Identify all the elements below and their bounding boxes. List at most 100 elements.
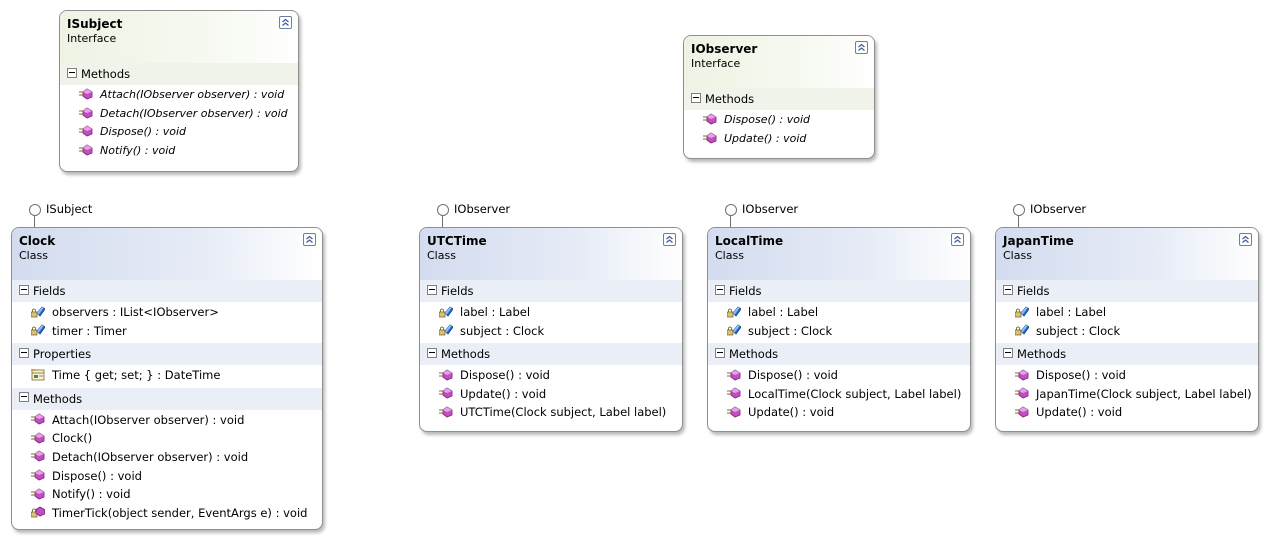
isubject-method-dispose[interactable]: Dispose() : void	[60, 123, 298, 142]
japantime-header[interactable]: JapanTime Class	[996, 228, 1258, 280]
clock-field-observers[interactable]: observers : IList<IObserver>	[12, 303, 322, 322]
collapse-chevron-icon[interactable]	[303, 233, 316, 246]
utctime-kind: Class	[427, 249, 456, 262]
localtime-class-shape[interactable]: LocalTime Class Fields label : Label sub…	[707, 227, 971, 432]
utctime-methods-section[interactable]: Methods	[420, 343, 682, 366]
property-icon	[31, 369, 45, 381]
utctime-class-shape[interactable]: UTCTime Class Fields label : Label subje…	[419, 227, 683, 432]
clock-field-timer[interactable]: timer : Timer	[12, 322, 322, 341]
member-text: subject : Clock	[460, 323, 545, 338]
japantime-method-dispose[interactable]: Dispose() : void	[996, 366, 1258, 385]
localtime-method-update[interactable]: Update() : void	[708, 403, 970, 422]
lollipop-stem	[442, 215, 443, 231]
clock-method-attach[interactable]: Attach(IObserver observer) : void	[12, 411, 322, 430]
member-text: Dispose() : void	[52, 468, 142, 483]
member-text: JapanTime(Clock subject, Label label)	[1036, 386, 1252, 401]
clock-header[interactable]: Clock Class	[12, 228, 322, 280]
collapse-section-icon[interactable]	[427, 284, 437, 295]
localtime-field-label[interactable]: label : Label	[708, 303, 970, 322]
utctime-fields-section[interactable]: Fields	[420, 280, 682, 302]
isubject-method-detach[interactable]: Detach(IObserver observer) : void	[60, 105, 298, 124]
clock-method-notify[interactable]: Notify() : void	[12, 485, 322, 504]
clock-property-time[interactable]: Time { get; set; } : DateTime	[12, 366, 322, 385]
member-text: Dispose() : void	[724, 113, 811, 126]
section-label: Methods	[81, 67, 131, 81]
collapse-section-icon[interactable]	[67, 67, 77, 78]
member-text: Time { get; set; } : DateTime	[52, 368, 221, 383]
iobserver-method-dispose[interactable]: Dispose() : void	[684, 111, 874, 130]
method-icon	[439, 387, 453, 399]
isubject-header[interactable]: ISubject Interface	[60, 11, 298, 63]
localtime-fields-section[interactable]: Fields	[708, 280, 970, 302]
collapse-section-icon[interactable]	[715, 347, 725, 358]
collapse-section-icon[interactable]	[1003, 347, 1013, 358]
field-icon	[727, 306, 741, 318]
localtime-header[interactable]: LocalTime Class	[708, 228, 970, 280]
clock-properties-section[interactable]: Properties	[12, 343, 322, 366]
collapse-section-icon[interactable]	[1003, 284, 1013, 295]
method-icon	[31, 469, 45, 481]
japantime-field-label[interactable]: label : Label	[996, 303, 1258, 322]
member-text: subject : Clock	[1036, 323, 1121, 338]
collapse-section-icon[interactable]	[19, 392, 29, 403]
section-label: Methods	[705, 92, 755, 106]
clock-fields-section[interactable]: Fields	[12, 280, 322, 302]
member-text: Update() : void	[748, 405, 835, 420]
iobserver-interface-shape[interactable]: IObserver Interface Methods Dispose() : …	[683, 35, 875, 159]
isubject-method-notify[interactable]: Notify() : void	[60, 142, 298, 161]
collapse-chevron-icon[interactable]	[1239, 233, 1252, 246]
iobserver-header[interactable]: IObserver Interface	[684, 36, 874, 88]
iobserver-methods-section[interactable]: Methods	[684, 88, 874, 110]
field-icon	[1015, 324, 1029, 336]
japantime-method-ctor[interactable]: JapanTime(Clock subject, Label label)	[996, 385, 1258, 404]
utctime-method-dispose[interactable]: Dispose() : void	[420, 366, 682, 385]
clock-method-clock[interactable]: Clock()	[12, 429, 322, 448]
localtime-method-dispose[interactable]: Dispose() : void	[708, 366, 970, 385]
japantime-method-update[interactable]: Update() : void	[996, 403, 1258, 422]
clock-class-shape[interactable]: Clock Class Fields observers : IList<IOb…	[11, 227, 323, 530]
japantime-class-shape[interactable]: JapanTime Class Fields label : Label sub…	[995, 227, 1259, 432]
method-icon	[1015, 406, 1029, 418]
lollipop-label: IObserver	[454, 202, 511, 216]
iobserver-name: IObserver	[691, 42, 758, 56]
localtime-name: LocalTime	[715, 234, 784, 248]
member-text: label : Label	[1036, 305, 1107, 319]
utctime-field-label[interactable]: label : Label	[420, 303, 682, 322]
member-text: Notify() : void	[100, 143, 176, 157]
collapse-section-icon[interactable]	[715, 284, 725, 295]
collapse-chevron-icon[interactable]	[951, 233, 964, 246]
clock-method-detach[interactable]: Detach(IObserver observer) : void	[12, 448, 322, 467]
collapse-chevron-icon[interactable]	[663, 233, 676, 246]
method-icon	[79, 144, 93, 156]
utctime-field-subject[interactable]: subject : Clock	[420, 322, 682, 341]
lollipop-stem	[34, 215, 35, 231]
collapse-section-icon[interactable]	[19, 347, 29, 358]
utctime-header[interactable]: UTCTime Class	[420, 228, 682, 280]
localtime-methods-section[interactable]: Methods	[708, 343, 970, 366]
clock-methods-section[interactable]: Methods	[12, 387, 322, 410]
member-text: Dispose() : void	[460, 368, 550, 383]
isubject-methods-section[interactable]: Methods	[60, 63, 298, 85]
collapse-chevron-icon[interactable]	[855, 41, 868, 54]
japantime-field-subject[interactable]: subject : Clock	[996, 322, 1258, 341]
japantime-fields-section[interactable]: Fields	[996, 280, 1258, 302]
utctime-method-ctor[interactable]: UTCTime(Clock subject, Label label)	[420, 403, 682, 422]
clock-method-dispose[interactable]: Dispose() : void	[12, 467, 322, 486]
localtime-field-subject[interactable]: subject : Clock	[708, 322, 970, 341]
iobserver-method-update[interactable]: Update() : void	[684, 130, 874, 149]
member-text: Update() : void	[460, 386, 547, 401]
utctime-method-update[interactable]: Update() : void	[420, 385, 682, 404]
localtime-method-ctor[interactable]: LocalTime(Clock subject, Label label)	[708, 385, 970, 404]
isubject-interface-shape[interactable]: ISubject Interface Methods Attach(IObser…	[59, 10, 299, 172]
member-text: Update() : void	[724, 131, 807, 145]
lollipop-stem	[730, 215, 731, 231]
collapse-section-icon[interactable]	[691, 92, 701, 103]
collapse-chevron-icon[interactable]	[279, 16, 292, 29]
collapse-section-icon[interactable]	[427, 347, 437, 358]
collapse-section-icon[interactable]	[19, 284, 29, 295]
clock-method-timertick[interactable]: TimerTick(object sender, EventArgs e) : …	[12, 504, 322, 523]
japantime-methods-section[interactable]: Methods	[996, 343, 1258, 366]
isubject-method-attach[interactable]: Attach(IObserver observer) : void	[60, 86, 298, 105]
member-text: LocalTime(Clock subject, Label label)	[748, 386, 962, 401]
lollipop-circle	[725, 204, 737, 216]
